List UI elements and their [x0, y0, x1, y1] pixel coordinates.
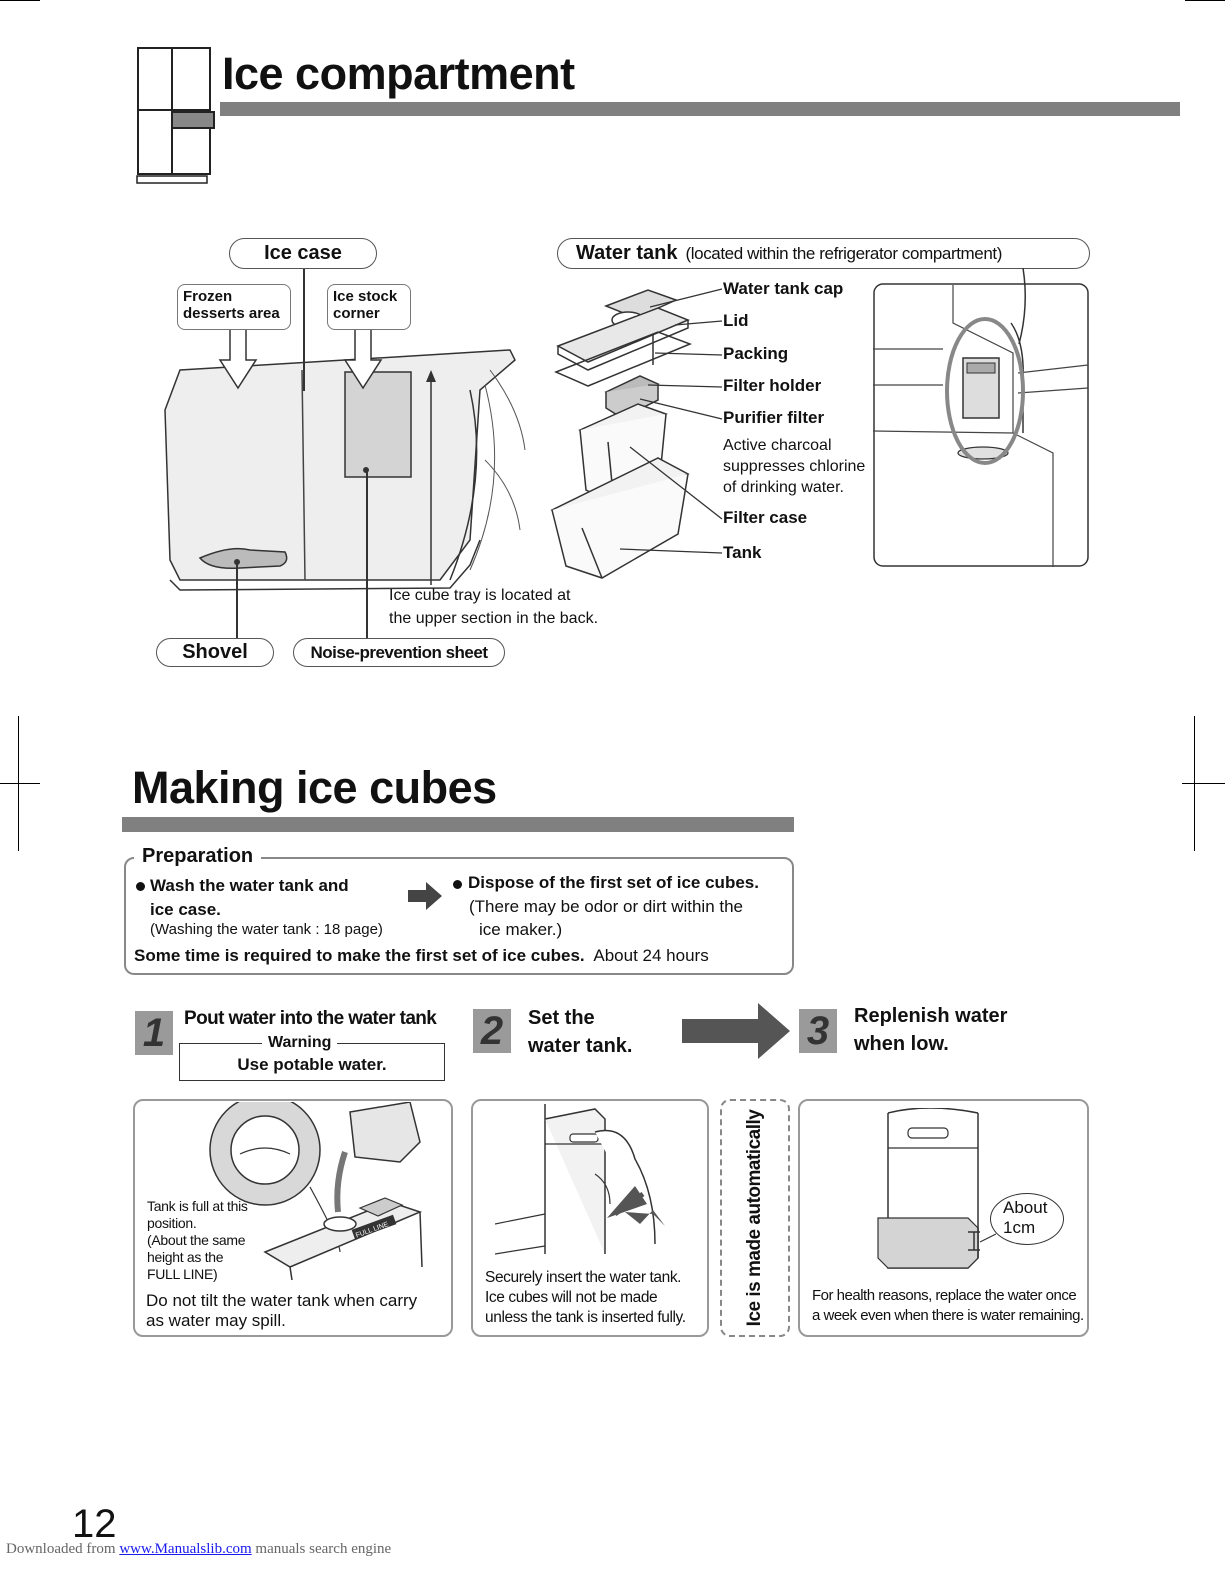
ice-stock-callout: Ice stock corner: [327, 284, 411, 330]
step-2-title: Set the water tank.: [528, 1007, 633, 1057]
section-title: Making ice cubes: [132, 762, 497, 813]
auto-note-text: Ice is made automatically: [744, 1109, 765, 1327]
ice-case-label: Ice case: [229, 238, 377, 269]
leader-line: [303, 269, 305, 391]
part-purifier-filter: Purifier filter: [723, 408, 825, 427]
crop-mark: [0, 0, 40, 1]
fridge-icon: [136, 47, 215, 184]
preparation-title: Preparation: [134, 845, 262, 868]
prep-item-1: Wash the water tank and ice case.: [150, 876, 349, 919]
fridge-interior-illustration: [873, 283, 1089, 567]
callout-curve: [1018, 267, 1026, 345]
step-number-3: 3: [799, 1009, 837, 1053]
prep-item-2-note: (There may be odor or dirt within the ic…: [469, 897, 744, 939]
prep-item-2: Dispose of the first set of ice cubes.: [468, 873, 759, 892]
part-filter-case: Filter case: [723, 508, 808, 527]
part-leader-lines: [619, 288, 723, 554]
preparation-box: [124, 857, 794, 975]
crop-mark: [0, 783, 40, 784]
water-tank-label: Water tank (located within the refrigera…: [557, 238, 1090, 269]
title-underline: [122, 817, 794, 832]
tray-note: Ice cube tray is located at the upper se…: [389, 587, 599, 627]
warning-title: Warning: [262, 1034, 338, 1052]
frozen-desserts-callout: Frozen desserts area: [177, 284, 291, 330]
step-1-title: Pout water into the water tank: [184, 1008, 437, 1029]
arrow-right-icon: [682, 1003, 790, 1059]
step-number-2: 2: [473, 1009, 511, 1053]
leader-line: [366, 470, 368, 638]
part-packing: Packing: [723, 344, 789, 363]
manualslib-link[interactable]: www.Manualslib.com: [119, 1541, 252, 1557]
step-number-1: 1: [135, 1011, 173, 1055]
leader-line: [236, 563, 238, 639]
step-3-title: Replenish water when low.: [854, 1005, 1008, 1055]
water-tank-exploded-illustration: [550, 289, 693, 579]
bullet: [453, 880, 462, 889]
tank-full-note: Tank is full at this position. (About th…: [147, 1198, 248, 1282]
crop-mark: [1182, 783, 1225, 784]
crop-mark: [1185, 0, 1225, 1]
panel-3-caption: For health reasons, replace the water on…: [812, 1287, 1084, 1324]
part-cap: Water tank cap: [723, 279, 844, 298]
purifier-description: Active charcoal suppresses chlorine of d…: [723, 437, 866, 496]
panel-1-caption: Do not tilt the water tank when carry as…: [146, 1291, 418, 1330]
title-underline: [220, 102, 1180, 116]
shovel-label: Shovel: [156, 638, 274, 667]
panel-2-caption: Securely insert the water tank. Ice cube…: [485, 1269, 686, 1326]
ice-case-illustration: [164, 330, 526, 591]
prep-item-1-note: (Washing the water tank : 18 page): [150, 921, 383, 938]
part-filter-holder: Filter holder: [723, 376, 822, 395]
section-title: Ice compartment: [222, 48, 575, 99]
warning-text: Use potable water.: [237, 1055, 387, 1074]
auto-note-box: [720, 1099, 790, 1337]
prep-time-note: Some time is required to make the first …: [134, 946, 709, 965]
measure-icon: [968, 1231, 996, 1251]
noise-sheet-label: Noise-prevention sheet: [293, 638, 505, 667]
replenish-illustration: [877, 1108, 979, 1269]
page-number: 12: [72, 1502, 117, 1546]
about-1cm-callout: About 1cm: [990, 1193, 1064, 1245]
footer-download-note: Downloaded from www.Manualslib.com manua…: [6, 1541, 392, 1557]
pour-water-illustration: FULL LINE: [209, 1102, 423, 1281]
set-tank-illustration: [495, 1104, 665, 1255]
part-lid: Lid: [723, 311, 749, 330]
bullet: [136, 882, 145, 891]
arrow-right-icon: [408, 882, 442, 910]
part-tank: Tank: [723, 543, 762, 562]
